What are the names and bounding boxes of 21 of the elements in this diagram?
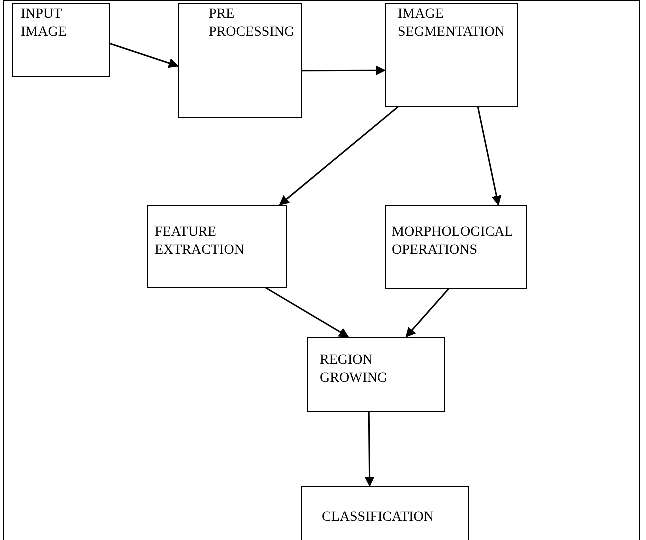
arrow: [266, 287, 350, 338]
box-label: IMAGE SEGMENTATION: [398, 6, 506, 42]
arrow: [477, 106, 502, 206]
box-label: REGION GROWING: [320, 352, 389, 388]
process-box: [385, 205, 527, 289]
arrow: [279, 106, 399, 206]
box-label: INPUT IMAGE: [21, 6, 68, 42]
process-box: [301, 486, 469, 540]
process-box: [147, 205, 287, 288]
box-label: FEATURE EXTRACTION: [155, 224, 246, 260]
process-box: [385, 3, 518, 107]
arrow: [110, 42, 179, 68]
arrow: [302, 66, 386, 76]
process-box: [12, 3, 110, 77]
arrow: [406, 288, 450, 338]
box-label: PRE PROCESSING: [209, 6, 296, 42]
arrow: [364, 412, 375, 487]
process-box: [307, 337, 445, 412]
process-box: [178, 3, 302, 118]
box-label: MORPHOLOGICAL OPERATIONS: [392, 224, 514, 260]
box-label: CLASSIFICATION: [322, 509, 436, 527]
